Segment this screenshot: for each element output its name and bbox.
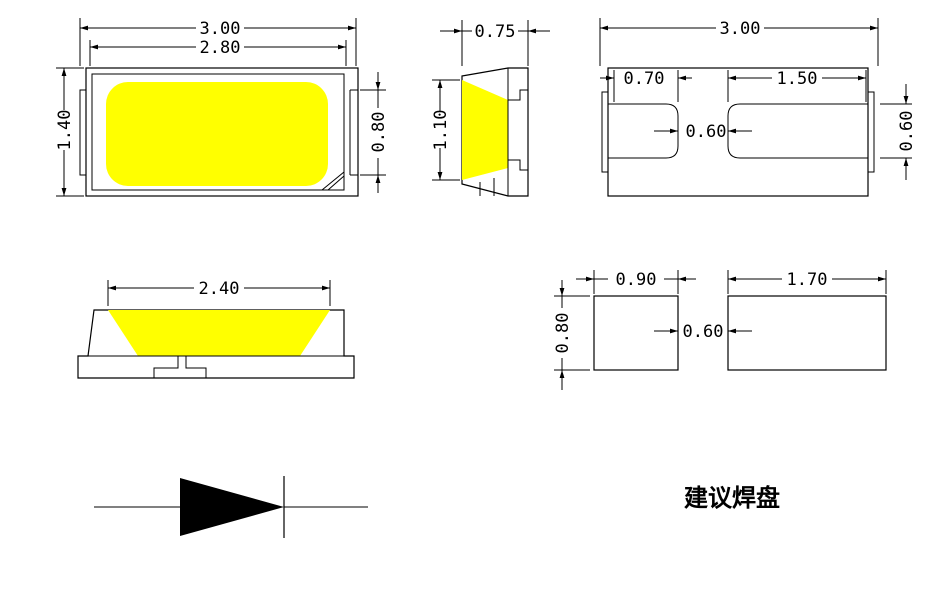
led-emitter-top	[106, 82, 328, 186]
front-view: 2.40	[77, 279, 355, 379]
diode-triangle	[180, 478, 284, 536]
dim-bottom-gap: 0.60	[686, 122, 727, 142]
dim-top-width-outer: 3.00	[200, 19, 241, 39]
pad-layout: 0.90 1.70 0.60 0.80 建议焊盘	[553, 270, 887, 512]
side-view: 0.75 1.10	[431, 20, 550, 197]
dim-front-lens-width: 2.40	[199, 279, 240, 299]
polarity-chamfer	[321, 171, 345, 191]
dim-top-width-inner: 2.80	[200, 38, 241, 58]
dim-bottom-width: 3.00	[720, 19, 761, 39]
pad-layout-caption: 建议焊盘	[684, 484, 780, 512]
top-view-left-terminal	[79, 89, 86, 176]
dim-bottom-pad-left: 0.70	[624, 69, 665, 89]
bottom-view: 3.00 0.70 1.50 0.60 0.60	[599, 18, 917, 197]
pad-left	[593, 295, 679, 371]
dim-pad-right-width: 1.70	[787, 270, 828, 290]
led-emitter-front	[108, 310, 330, 356]
dim-pad-left-width: 0.90	[616, 270, 657, 290]
dim-pad-gap: 0.60	[683, 322, 724, 342]
dim-top-height: 1.40	[55, 110, 75, 151]
dim-side-depth: 0.75	[475, 22, 516, 42]
dim-pad-height: 0.80	[553, 313, 573, 354]
top-view: 3.00 2.80 1.40 0.80	[55, 18, 389, 197]
dim-bottom-pad-right: 1.50	[777, 69, 818, 89]
top-view-inner-frame	[91, 73, 345, 191]
led-emitter-side	[462, 80, 508, 180]
dim-top-height-inner: 0.80	[369, 112, 389, 153]
diode-symbol	[94, 476, 368, 538]
dim-bottom-pad-height: 0.60	[897, 111, 917, 152]
top-view-body	[85, 67, 359, 197]
pad-right	[727, 295, 887, 371]
dim-side-lens-height: 1.10	[431, 110, 451, 151]
